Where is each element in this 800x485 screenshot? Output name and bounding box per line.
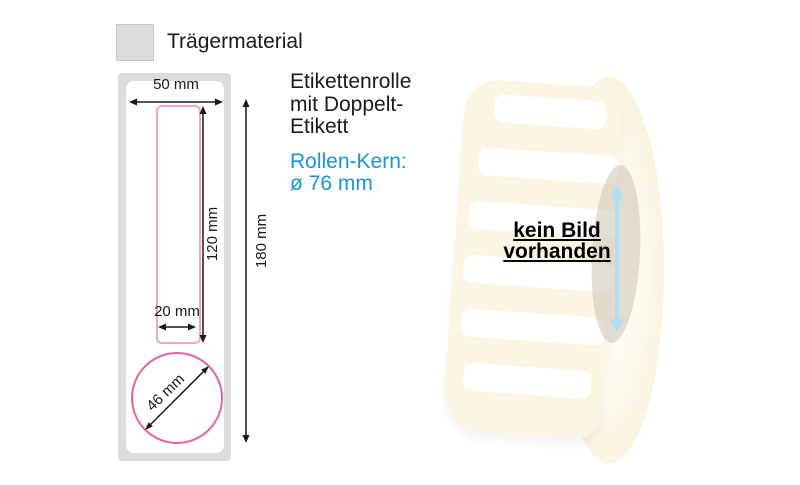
total-height-arrow [242, 99, 250, 443]
product-photo-placeholder: kein Bild vorhanden [441, 75, 664, 467]
product-title: Etikettenrolle mit Doppelt- Etikett [290, 70, 412, 138]
material-width-label: 50 mm [153, 76, 199, 93]
label-width-label: 20 mm [154, 303, 200, 320]
label-strip [462, 362, 593, 400]
dimension-diagram [129, 98, 250, 444]
label-strip [493, 93, 608, 130]
label-height-label: 120 mm [204, 206, 221, 262]
label-strip [460, 308, 607, 347]
no-image-text: kein Bild vorhanden [503, 219, 611, 263]
roll-photo-art [441, 75, 664, 467]
carrier-material-label: Trägermaterial [167, 30, 303, 53]
core-size-note: Rollen-Kern: ø 76 mm [290, 150, 407, 195]
carrier-material-swatch [116, 24, 154, 61]
total-height-label: 180 mm [253, 213, 270, 269]
core-diameter-arrow [610, 185, 624, 333]
label-height-arrow [199, 106, 207, 343]
label-width-arrow [158, 323, 196, 331]
hole-diameter-arrow [145, 366, 209, 430]
hole-outline-circle [131, 352, 223, 444]
label-strip [477, 147, 620, 185]
label-outline-rect [156, 105, 201, 344]
material-width-arrow [129, 98, 223, 106]
